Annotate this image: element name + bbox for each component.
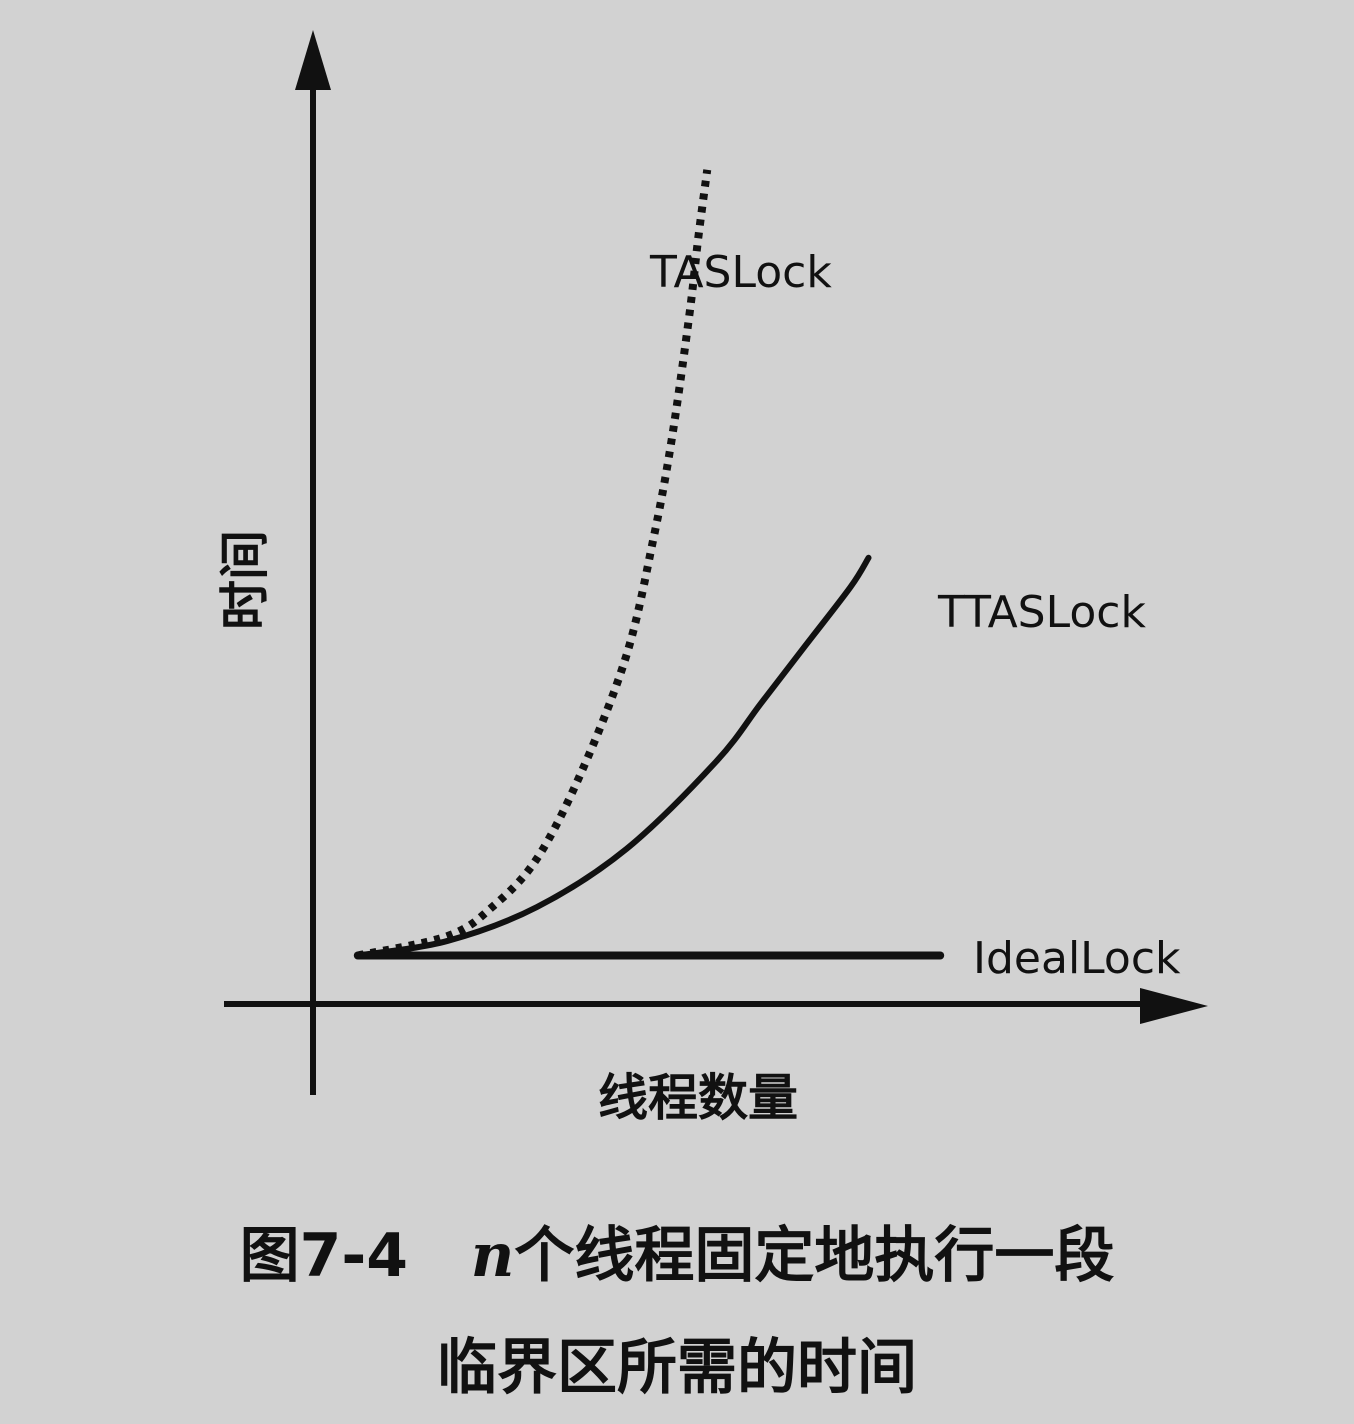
figure-caption: 图7-4 n个线程固定地执行一段 临界区所需的时间 [0, 1200, 1354, 1424]
series-label-ideallock: IdealLock [973, 933, 1181, 984]
y-axis-arrow-icon [295, 30, 331, 90]
caption-line-2: 临界区所需的时间 [437, 1333, 917, 1403]
caption-line-1: 图7-4 n个线程固定地执行一段 [0, 1200, 1354, 1312]
series-line-taslock [356, 169, 712, 960]
series-layer [353, 169, 945, 960]
caption-variable: n [470, 1221, 515, 1291]
caption-text-1: 个线程固定地执行一段 [514, 1221, 1115, 1291]
chart: 时间 线程数量 TASLock TTASLock IdealLock [216, 30, 1208, 1127]
series-label-taslock: TASLock [649, 247, 832, 298]
series-label-ttaslock: TTASLock [937, 587, 1146, 638]
caption-figure-number: 图7-4 [239, 1221, 409, 1291]
series-line-ttaslock [354, 554, 872, 959]
x-axis-arrow-icon [1140, 988, 1208, 1024]
x-axis-label: 线程数量 [598, 1069, 798, 1127]
y-axis-label: 时间 [216, 530, 274, 630]
